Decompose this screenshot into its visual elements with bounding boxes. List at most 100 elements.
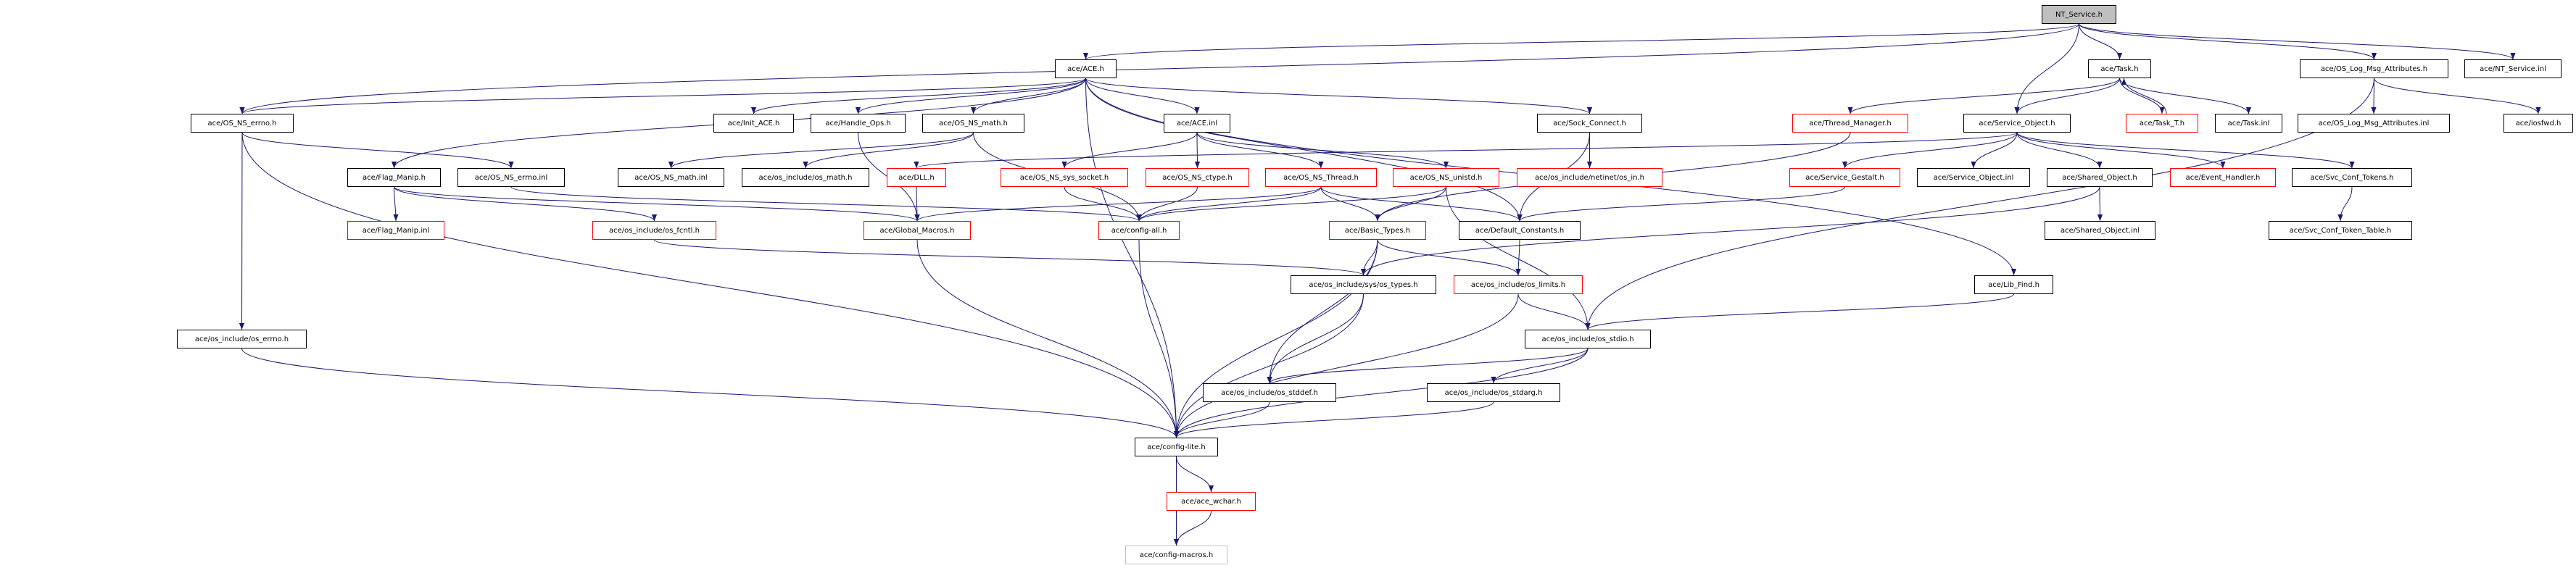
node-os-ns-sys-socket-h[interactable]: ace/OS_NS_sys_socket.h xyxy=(1001,168,1128,187)
edge-basic_types_h-to-os_stddef_h xyxy=(1267,239,1378,384)
node-flag-manip-h[interactable]: ace/Flag_Manip.h xyxy=(347,168,441,187)
edge-os_ns_ctype_h-to-config_all_h xyxy=(1136,186,1198,222)
node-default-constants-h[interactable]: ace/Default_Constants.h xyxy=(1459,221,1581,240)
edge-ace_h-to-ace_inl xyxy=(1085,78,1200,114)
edge-os_ns_thread_h-to-basic_types_h xyxy=(1320,186,1380,222)
node-os-ns-thread-h[interactable]: ace/OS_NS_Thread.h xyxy=(1265,168,1377,187)
edge-os_ns_unistd_h-to-config_all_h xyxy=(1136,186,1446,222)
node-os-stddef-h[interactable]: ace/os_include/os_stddef.h xyxy=(1203,383,1336,402)
edge-service_object_h-to-service_gestalt_h xyxy=(1842,132,2018,169)
edge-task_t_h-to-task_h xyxy=(2121,78,2167,114)
edge-os_log_h-to-iosfwd_h xyxy=(2374,78,2541,114)
node-svc-conf-token-table-h[interactable]: ace/Svc_Conf_Token_Table.h xyxy=(2269,221,2412,240)
node-basic-types-h[interactable]: ace/Basic_Types.h xyxy=(1329,221,1426,240)
edge-ace_inl-to-os_ns_ctype_h xyxy=(1194,132,1201,169)
node-os-ns-ctype-h[interactable]: ace/OS_NS_ctype.h xyxy=(1146,168,1249,187)
node-os-fcntl-h[interactable]: ace/os_include/os_fcntl.h xyxy=(592,221,716,240)
node-ace-inl[interactable]: ace/ACE.inl xyxy=(1164,114,1230,133)
node-os-ns-unistd-h[interactable]: ace/OS_NS_unistd.h xyxy=(1393,168,1499,187)
edge-lib_find_h-to-os_stdio_h xyxy=(1585,293,2014,330)
edge-nt_service_h-to-os_log_h xyxy=(2079,23,2377,60)
edge-os_stdarg_h-to-config_lite_h xyxy=(1174,401,1494,438)
node-nt-service-h: NT_Service.h xyxy=(2042,5,2116,24)
node-event-handler-h[interactable]: ace/Event_Handler.h xyxy=(2170,168,2276,187)
edge-os_types_h-to-config_lite_h xyxy=(1173,293,1364,438)
edge-basic_types_h-to-os_limits_h xyxy=(1377,239,1521,276)
edge-service_gestalt_h-to-default_constants_h xyxy=(1517,186,1845,222)
node-service-object-h[interactable]: ace/Service_Object.h xyxy=(1963,114,2071,133)
node-os-log-h[interactable]: ace/OS_Log_Msg_Attributes.h xyxy=(2300,59,2448,78)
node-svc-conf-tokens-h[interactable]: ace/Svc_Conf_Tokens.h xyxy=(2292,168,2412,187)
node-shared-object-inl[interactable]: ace/Shared_Object.inl xyxy=(2045,221,2155,240)
edge-os_stdio_h-to-os_stdarg_h xyxy=(1491,348,1589,384)
node-global-macros-h[interactable]: ace/Global_Macros.h xyxy=(864,221,971,240)
edge-config_all_h-to-config_lite_h xyxy=(1138,239,1180,438)
node-os-stdio-h[interactable]: ace/os_include/os_stdio.h xyxy=(1525,330,1651,348)
node-service-gestalt-h[interactable]: ace/Service_Gestalt.h xyxy=(1789,168,1900,187)
edge-service_object_h-to-shared_object_h xyxy=(2016,132,2103,169)
edge-task_h-to-service_object_h xyxy=(2014,78,2120,114)
edge-os_ns_errno_inl-to-config_all_h xyxy=(510,186,1142,222)
node-os-in-h[interactable]: ace/os_include/netinet/os_in.h xyxy=(1517,168,1662,187)
edge-ace_inl-to-os_ns_sys_socket_h xyxy=(1061,132,1198,169)
edge-ace_h-to-handle_ops_h xyxy=(856,78,1086,114)
node-task-inl[interactable]: ace/Task.inl xyxy=(2215,114,2282,133)
node-lib-find-h[interactable]: ace/Lib_Find.h xyxy=(1974,275,2053,294)
edge-os_limits_h-to-config_lite_h xyxy=(1173,293,1519,438)
node-config-all-h[interactable]: ace/config-all.h xyxy=(1098,221,1180,240)
edge-os_stdio_h-to-os_stddef_h xyxy=(1267,348,1589,384)
node-os-ns-math-inl[interactable]: ace/OS_NS_math.inl xyxy=(618,168,724,187)
edge-os_stdio_h-to-config_lite_h xyxy=(1173,348,1589,438)
edge-os_ns_errno_h-to-config_lite_h xyxy=(241,132,1180,438)
edge-service_object_h-to-event_handler_h xyxy=(2016,132,2226,169)
node-ace-wchar-h[interactable]: ace/ace_wchar.h xyxy=(1167,492,1256,511)
edge-basic_types_h-to-config_lite_h xyxy=(1173,239,1378,438)
node-os-math-h[interactable]: ace/os_include/os_math.h xyxy=(742,168,869,187)
node-os-log-inl[interactable]: ace/OS_Log_Msg_Attributes.inl xyxy=(2298,114,2450,133)
node-shared-object-h[interactable]: ace/Shared_Object.h xyxy=(2047,168,2153,187)
edge-config_lite_h-to-ace_wchar_h xyxy=(1176,456,1214,493)
edge-os_ns_unistd_h-to-os_stdio_h xyxy=(1446,186,1591,330)
edge-ace_wchar_h-to-config_macros_h xyxy=(1173,510,1212,546)
node-thread-manager-h[interactable]: ace/Thread_Manager.h xyxy=(1792,114,1908,133)
node-handle-ops-h[interactable]: ace/Handle_Ops.h xyxy=(811,114,906,133)
edge-global_macros_h-to-config_lite_h xyxy=(916,239,1180,438)
node-os-ns-errno-inl[interactable]: ace/OS_NS_errno.inl xyxy=(457,168,565,187)
edge-ace_h-to-default_constants_h xyxy=(1085,78,1523,222)
node-nt-service-inl[interactable]: ace/NT_Service.inl xyxy=(2464,59,2561,78)
edge-service_object_h-to-service_object_inl xyxy=(1971,132,2018,169)
node-task-t-h[interactable]: ace/Task_T.h xyxy=(2126,114,2198,133)
edge-os_ns_thread_h-to-config_all_h xyxy=(1136,186,1322,222)
node-sock-connect-h[interactable]: ace/Sock_Connect.h xyxy=(1537,114,1642,133)
edge-nt_service_h-to-ace_h xyxy=(1083,23,2079,60)
node-os-types-h[interactable]: ace/os_include/sys/os_types.h xyxy=(1291,275,1436,294)
edge-os_stddef_h-to-config_lite_h xyxy=(1173,401,1270,438)
edge-os_limits_h-to-os_stdio_h xyxy=(1517,293,1591,330)
edge-os_fcntl_h-to-os_types_h xyxy=(654,239,1366,276)
node-iosfwd-h[interactable]: ace/iosfwd.h xyxy=(2503,114,2573,133)
node-config-lite-h[interactable]: ace/config-lite.h xyxy=(1135,438,1218,456)
edge-os_types_h-to-os_stddef_h xyxy=(1267,293,1364,384)
edge-task_h-to-task_t_h xyxy=(2119,78,2165,114)
edge-flag_manip_h-to-os_fcntl_h xyxy=(394,186,657,222)
edge-default_constants_h-to-os_limits_h xyxy=(1515,239,1521,276)
node-os-stdarg-h[interactable]: ace/os_include/os_stdarg.h xyxy=(1427,383,1560,402)
node-flag-manip-inl[interactable]: ace/Flag_Manip.inl xyxy=(347,221,444,240)
edge-service_object_h-to-svc_conf_tokens_h xyxy=(2016,132,2355,169)
node-init-ace-h[interactable]: ace/Init_ACE.h xyxy=(713,114,794,133)
node-os-ns-errno-h[interactable]: ace/OS_NS_errno.h xyxy=(191,114,294,133)
edge-service_object_h-to-dll_h xyxy=(914,132,2018,169)
node-os-ns-math-h[interactable]: ace/OS_NS_math.h xyxy=(922,114,1024,133)
node-service-object-inl[interactable]: ace/Service_Object.inl xyxy=(1917,168,2030,187)
node-task-h[interactable]: ace/Task.h xyxy=(2088,59,2151,78)
node-dll-h[interactable]: ace/DLL.h xyxy=(887,168,946,187)
edge-nt_service_h-to-nt_service_inl xyxy=(2079,23,2516,60)
node-ace-h[interactable]: ace/ACE.h xyxy=(1055,59,1117,78)
node-os-limits-h[interactable]: ace/os_include/os_limits.h xyxy=(1454,275,1583,294)
edge-task_h-to-thread_manager_h xyxy=(1847,78,2120,114)
edge-flag_manip_h-to-global_macros_h xyxy=(394,186,920,222)
edge-ace_h-to-os_ns_math_h xyxy=(970,78,1086,114)
node-os-errno-h[interactable]: ace/os_include/os_errno.h xyxy=(177,330,307,348)
